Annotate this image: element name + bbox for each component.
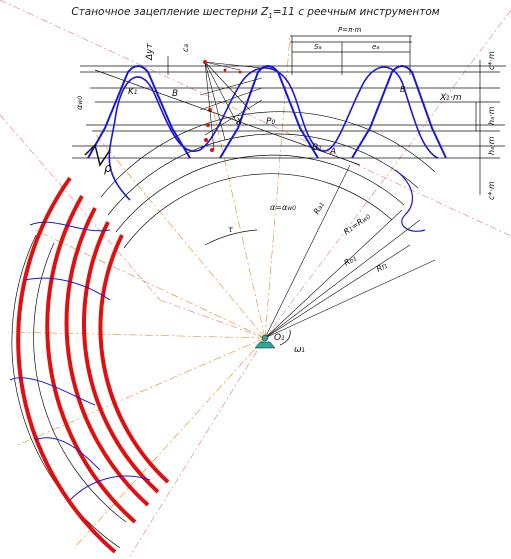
o1-label: O1: [274, 333, 285, 343]
rotation-arrow: [279, 329, 291, 346]
omega1-label: ω1: [294, 345, 305, 355]
k1-label: K1: [128, 87, 138, 97]
gear-circles: [11, 111, 436, 549]
tau-arc: [204, 229, 258, 246]
ca-label: ca: [181, 44, 190, 52]
rho-label: ρ: [104, 161, 112, 175]
r-b1-label: Rb1: [343, 253, 359, 267]
ea-label: ea: [372, 43, 379, 51]
red-dots: [203, 60, 242, 152]
c-m-top-label: c*·m: [487, 51, 496, 70]
ha-m-top-label: ha·m: [487, 106, 496, 125]
r-f1-label: Rf1: [375, 261, 389, 274]
rho-break: [84, 143, 111, 167]
involute-arcs: [16, 176, 170, 554]
delta-yt-label: Δyт: [145, 43, 155, 61]
ha-m-bot-label: ha·m: [487, 136, 496, 155]
b-left-label: B: [172, 89, 178, 99]
b1-label: B1: [312, 143, 322, 153]
tau-label: τ: [228, 225, 233, 234]
alpha-w0-left-label: αw0: [75, 96, 84, 110]
gear-lower-outline: [9, 221, 151, 501]
b-upper-label: B: [400, 85, 406, 94]
gear-teeth-profile: [108, 66, 439, 201]
x-point-label: X: [235, 117, 243, 127]
center-pivot: [254, 334, 276, 349]
x1m-label: X1·m: [439, 93, 462, 103]
a-point-label: A: [329, 147, 336, 157]
diagram-title: Станочное зацепление шестерни Z1=11 с ре…: [71, 6, 440, 21]
alpha-eq-label: α=αw0: [270, 203, 296, 212]
r-a1-label: Ra1: [312, 200, 326, 216]
line-of-action: [94, 69, 361, 166]
c-m-bot-label: c*·m: [487, 181, 496, 200]
generation-fan: [199, 61, 263, 151]
p-am-label: P=π·m: [338, 26, 362, 34]
rack-lines: [72, 35, 506, 195]
center-rays: [7, 35, 291, 549]
p0-label: P0: [266, 117, 275, 127]
radius-dimensions: [264, 164, 436, 339]
sa-label: Sa: [314, 43, 322, 51]
break-line-right: [394, 169, 426, 232]
